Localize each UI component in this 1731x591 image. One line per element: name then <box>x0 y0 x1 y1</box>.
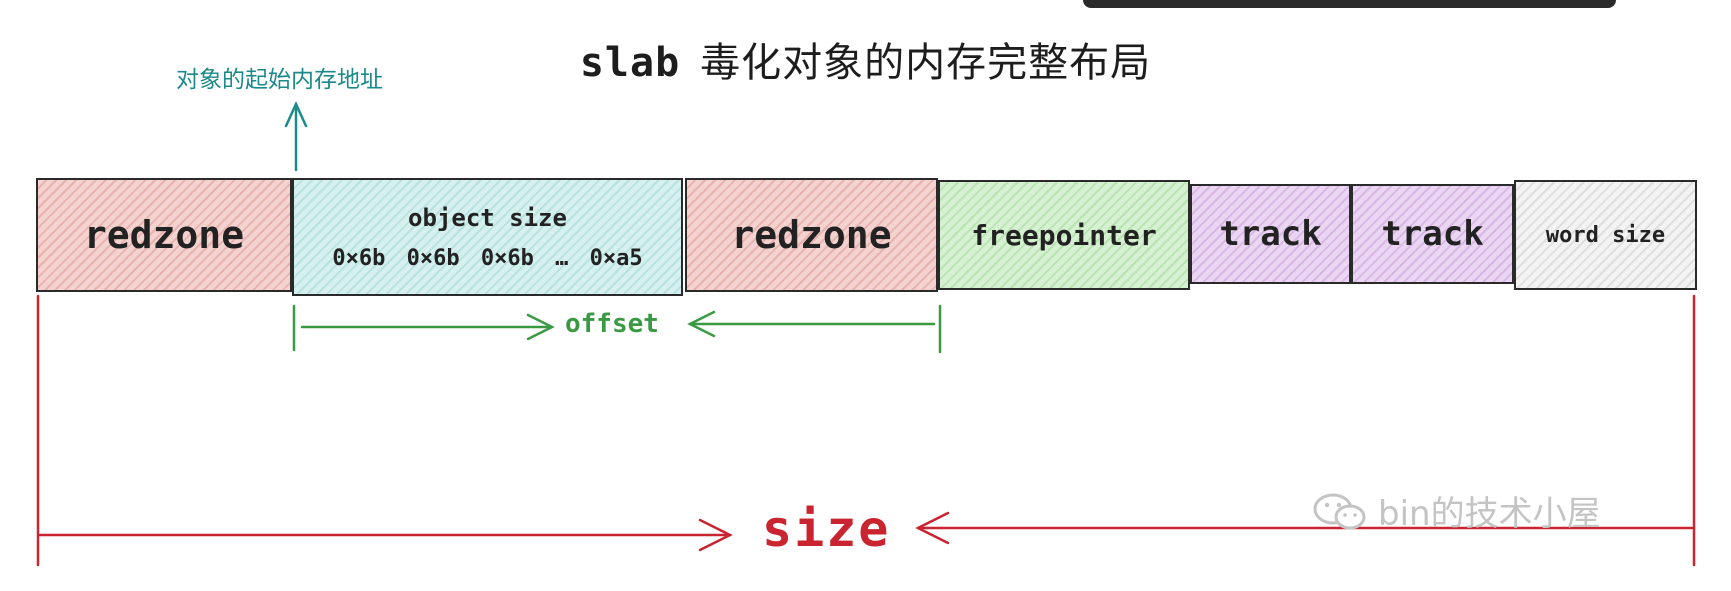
word-size-block: word size <box>1514 180 1697 290</box>
watermark: bin的技术小屋 <box>1310 486 1601 535</box>
freepointer-label: freepointer <box>971 218 1157 252</box>
object-size-label: object size <box>408 203 567 232</box>
word-size-label: word size <box>1545 222 1666 248</box>
object-block: object size 0×6b 0×6b 0×6b … 0×a5 <box>292 178 683 296</box>
freepointer-block: freepointer <box>938 180 1190 290</box>
track-block-2: track <box>1351 184 1514 284</box>
track-label-2: track <box>1381 214 1484 254</box>
start-address-arrow <box>284 100 308 172</box>
diagram-title: slab 毒化对象的内存完整布局 <box>0 30 1731 88</box>
object-bytes-label: 0×6b 0×6b 0×6b … 0×a5 <box>332 245 643 271</box>
track-block-1: track <box>1190 184 1351 284</box>
track-label-1: track <box>1219 214 1322 254</box>
redzone-left-label: redzone <box>83 213 245 257</box>
title-text: 毒化对象的内存完整布局 <box>700 40 1152 86</box>
size-bracket <box>36 294 1696 567</box>
offset-bracket <box>292 304 942 354</box>
wechat-icon <box>1313 493 1366 529</box>
size-label: size <box>762 500 891 558</box>
redzone-right-label: redzone <box>731 213 892 257</box>
title-keyword: slab <box>579 40 681 86</box>
start-address-label: 对象的起始内存地址 <box>176 67 383 93</box>
redzone-right-block: redzone <box>685 178 938 292</box>
watermark-text: bin的技术小屋 <box>1378 494 1601 534</box>
offset-label: offset <box>565 309 659 339</box>
window-top-bar <box>1083 0 1616 8</box>
redzone-left-block: redzone <box>36 178 292 292</box>
